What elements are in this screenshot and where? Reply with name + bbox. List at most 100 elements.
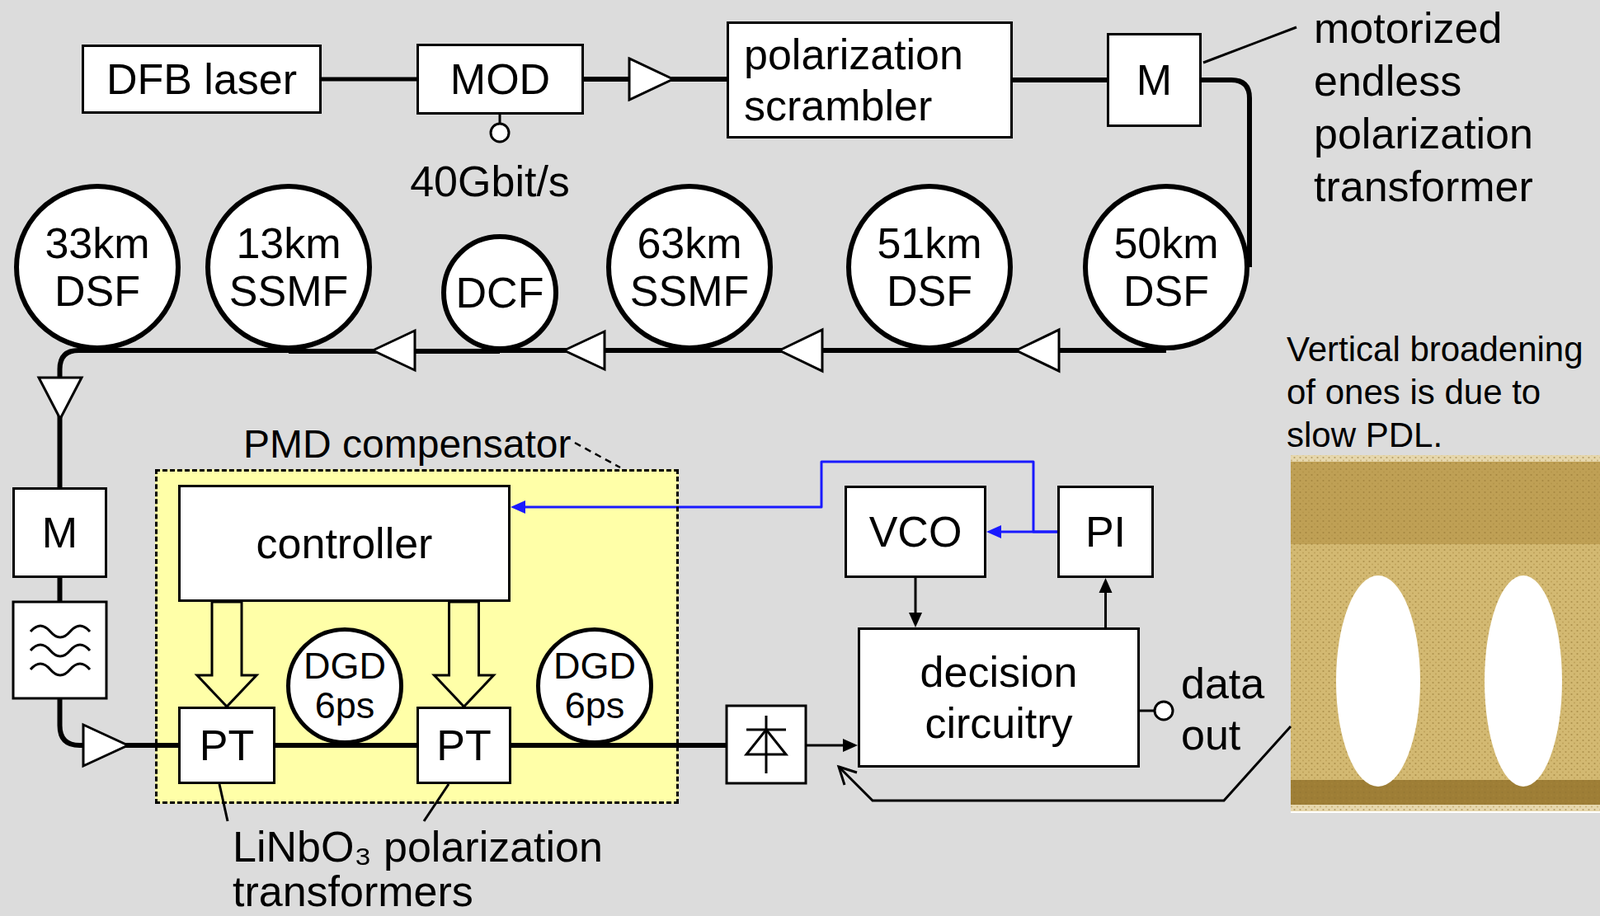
component-box: decision circuitry — [857, 627, 1140, 768]
fiber-spool: 63km SSMF — [606, 183, 773, 351]
fiber-link — [511, 745, 595, 747]
component-name: PI — [1085, 508, 1126, 556]
amplifier-symbol — [372, 330, 415, 371]
terminal-circle — [490, 123, 509, 142]
component-name: decision circuitry — [860, 646, 1138, 749]
eye-grid — [1290, 811, 1600, 814]
component-box: PI — [1057, 485, 1154, 579]
caption-note: Vertical broadening of ones is due to sl… — [1286, 328, 1599, 457]
terminal-stub — [498, 114, 502, 124]
component-name: MOD — [450, 55, 551, 104]
terminal-circle — [1154, 701, 1173, 720]
fiber-link — [321, 79, 417, 80]
fiber-link — [275, 745, 345, 747]
spool-circle — [848, 186, 1011, 349]
component-name: 51km DSF — [858, 219, 1001, 316]
spool-circle — [443, 236, 556, 349]
leader-line — [574, 442, 621, 468]
component-name: controller — [256, 519, 433, 568]
fiber-spool: DGD 6ps — [286, 627, 404, 745]
output-label: data out — [1181, 658, 1272, 761]
fiber-spool: DGD 6ps — [536, 627, 654, 745]
fiber-link-line — [97, 348, 289, 353]
fiber-link — [344, 745, 417, 747]
amplifier-symbol — [38, 377, 82, 419]
component-box: M — [1106, 32, 1202, 128]
compensator-fill — [155, 469, 679, 805]
eye-leader-head — [838, 767, 857, 786]
component-name: DGD 6ps — [545, 646, 644, 726]
arrow-head — [908, 612, 923, 628]
spool-circle — [207, 186, 370, 349]
component-name: DGD 6ps — [296, 646, 394, 726]
component-box: polarization scrambler — [726, 21, 1013, 139]
eye-noise — [1290, 455, 1600, 814]
spool-circle — [538, 630, 652, 744]
component-box: MOD — [416, 43, 584, 115]
hollow-arrow — [197, 602, 257, 707]
fiber-link-line — [344, 743, 417, 749]
fiber-link — [1012, 80, 1107, 81]
component-box: DFB laser — [81, 44, 322, 114]
fiber-link-line — [60, 350, 99, 488]
amplifier-symbol — [83, 724, 128, 767]
control-arrow — [197, 602, 257, 707]
component-box: controller — [178, 484, 511, 603]
fiber-spool: 50km DSF — [1082, 183, 1250, 351]
arrow-head — [842, 738, 858, 753]
fiber-link-line — [1012, 77, 1107, 83]
fiber-spool: 33km DSF — [14, 183, 181, 351]
component-name: 33km DSF — [26, 219, 169, 316]
spool-circle — [288, 630, 402, 744]
compensator-region: PMD compensatorcontrollerPTDGD 6psPTDGD … — [155, 469, 679, 805]
component-box: VCO — [844, 485, 987, 579]
control-arrow — [434, 602, 495, 707]
component-box: PT — [178, 706, 276, 785]
component-box: M — [12, 487, 108, 579]
component-name: 50km DSF — [1095, 219, 1238, 316]
signal-arrow-line — [1104, 591, 1107, 628]
photodiode-symbol — [765, 715, 768, 774]
photodiode-box — [726, 705, 806, 784]
callout-label: motorized endless polarization transform… — [1313, 1, 1595, 213]
arrow-head — [986, 525, 1002, 539]
amplifier-symbol — [629, 58, 673, 100]
fiber-link-line — [321, 77, 417, 82]
component-name: DCF — [456, 268, 545, 317]
spool-circle — [1085, 186, 1248, 349]
component-name: M — [42, 508, 78, 557]
fiber-link-line — [275, 743, 345, 749]
amplifier-symbol — [779, 329, 823, 372]
fiber-spool: 51km DSF — [846, 183, 1013, 351]
fiber-link — [60, 350, 99, 488]
signal-arrow — [908, 578, 923, 628]
hollow-arrow — [434, 602, 495, 707]
component-box: PT — [416, 706, 512, 785]
amplifier-symbol — [564, 331, 605, 370]
rate-label: 40Gbit/s — [407, 157, 573, 206]
filter-wave — [30, 644, 90, 657]
fiber-spool: 13km SSMF — [205, 183, 372, 351]
eye-opening — [1484, 575, 1563, 787]
spool-circle — [608, 186, 771, 349]
component-name: PT — [436, 721, 491, 770]
arrow-head — [510, 500, 526, 514]
filter-wave — [30, 663, 90, 676]
leader-line — [1203, 27, 1297, 63]
filter-wave — [30, 625, 90, 638]
component-label: LiNbO₃ polarization transformers — [232, 824, 670, 914]
signal-arrow — [1099, 578, 1113, 628]
fiber-spool: DCF — [441, 234, 559, 352]
component-name: polarization scrambler — [743, 28, 1011, 132]
component-name: VCO — [869, 508, 963, 556]
spool-circle — [16, 186, 179, 349]
signal-arrow-line — [914, 578, 918, 615]
arrow-head — [1099, 578, 1113, 593]
component-name: 63km SSMF — [618, 219, 761, 316]
group-heading: PMD compensator — [243, 420, 571, 469]
component-name: PT — [199, 721, 255, 770]
amplifier-symbol — [1016, 329, 1059, 372]
component-name: DFB laser — [106, 55, 297, 104]
component-name: M — [1136, 56, 1172, 104]
fiber-link-line — [511, 743, 595, 749]
